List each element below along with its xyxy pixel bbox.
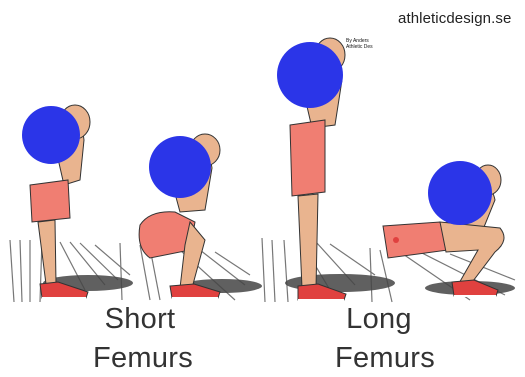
figure-short-squat xyxy=(139,134,220,298)
figure-long-standing xyxy=(277,38,346,300)
head-cover xyxy=(428,161,492,225)
credit-text: By Anders Athletic Des xyxy=(346,38,373,50)
head-cover xyxy=(149,136,211,198)
head-cover xyxy=(277,42,343,108)
label-long: Long xyxy=(324,303,434,336)
label-short-femurs: Femurs xyxy=(68,342,218,375)
label-long-femurs: Femurs xyxy=(320,342,450,375)
label-short: Short xyxy=(80,303,200,336)
figure-long-squat xyxy=(383,161,504,296)
credit-line: Athletic Des xyxy=(346,44,373,50)
watermark-text: athleticdesign.se xyxy=(398,10,511,27)
head-cover xyxy=(22,106,80,164)
figure-short-standing xyxy=(22,105,90,298)
